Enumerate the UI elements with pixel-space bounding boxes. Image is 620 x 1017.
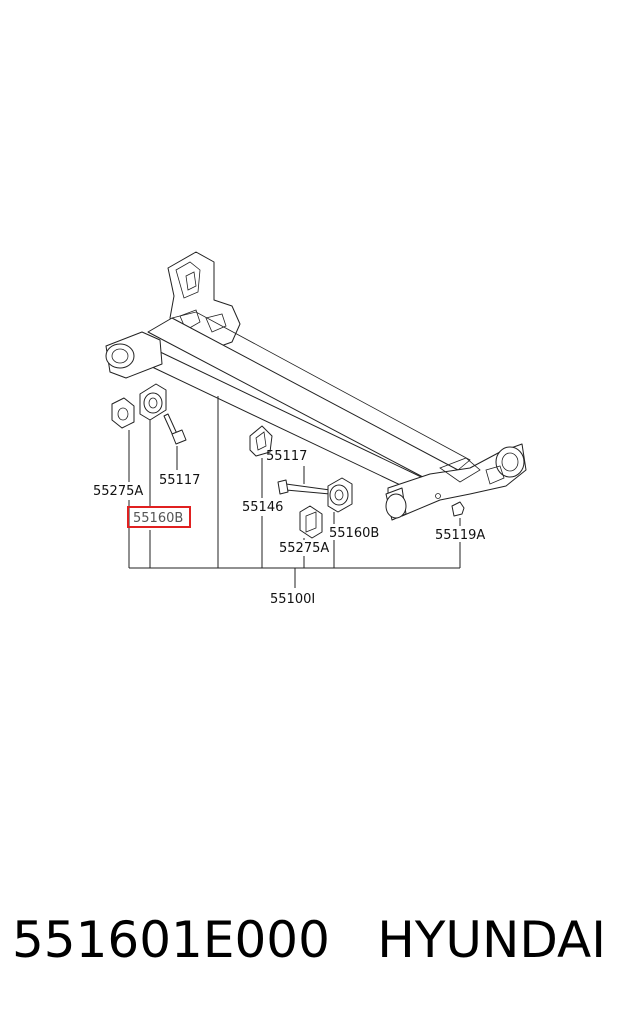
callout-55160b-right[interactable]: 55160B xyxy=(329,526,379,541)
cap-part xyxy=(451,501,465,517)
bump-stopper-part xyxy=(249,425,273,457)
callout-labels: 55275A 55160B 55117 55146 55117 55275A 5… xyxy=(93,449,485,607)
left-bolt-part xyxy=(163,413,187,445)
callout-55117-left[interactable]: 55117 xyxy=(159,473,200,488)
callout-55100i[interactable]: 55100I xyxy=(270,592,315,607)
callout-55119a[interactable]: 55119A xyxy=(435,528,485,543)
callout-55275a-right[interactable]: 55275A xyxy=(279,541,329,556)
right-bracket-part xyxy=(299,505,323,539)
highlight-box xyxy=(127,506,191,528)
callout-55160b-highlighted[interactable]: 55160B xyxy=(133,511,183,526)
footer: 551601E000 HYUNDAI xyxy=(0,900,620,980)
rear-axle-beam xyxy=(105,251,527,521)
part-number: 551601E000 xyxy=(12,911,330,969)
right-bolt-part xyxy=(277,479,331,495)
brand-name: HYUNDAI xyxy=(377,911,606,969)
left-bushing-part xyxy=(139,383,167,421)
right-bushing-part xyxy=(327,477,353,513)
callout-55117-right[interactable]: 55117 xyxy=(266,449,307,464)
left-bracket-part xyxy=(111,397,135,429)
leader-lines xyxy=(128,396,461,588)
callout-55146[interactable]: 55146 xyxy=(242,500,283,515)
callout-55275a-left[interactable]: 55275A xyxy=(93,484,143,499)
